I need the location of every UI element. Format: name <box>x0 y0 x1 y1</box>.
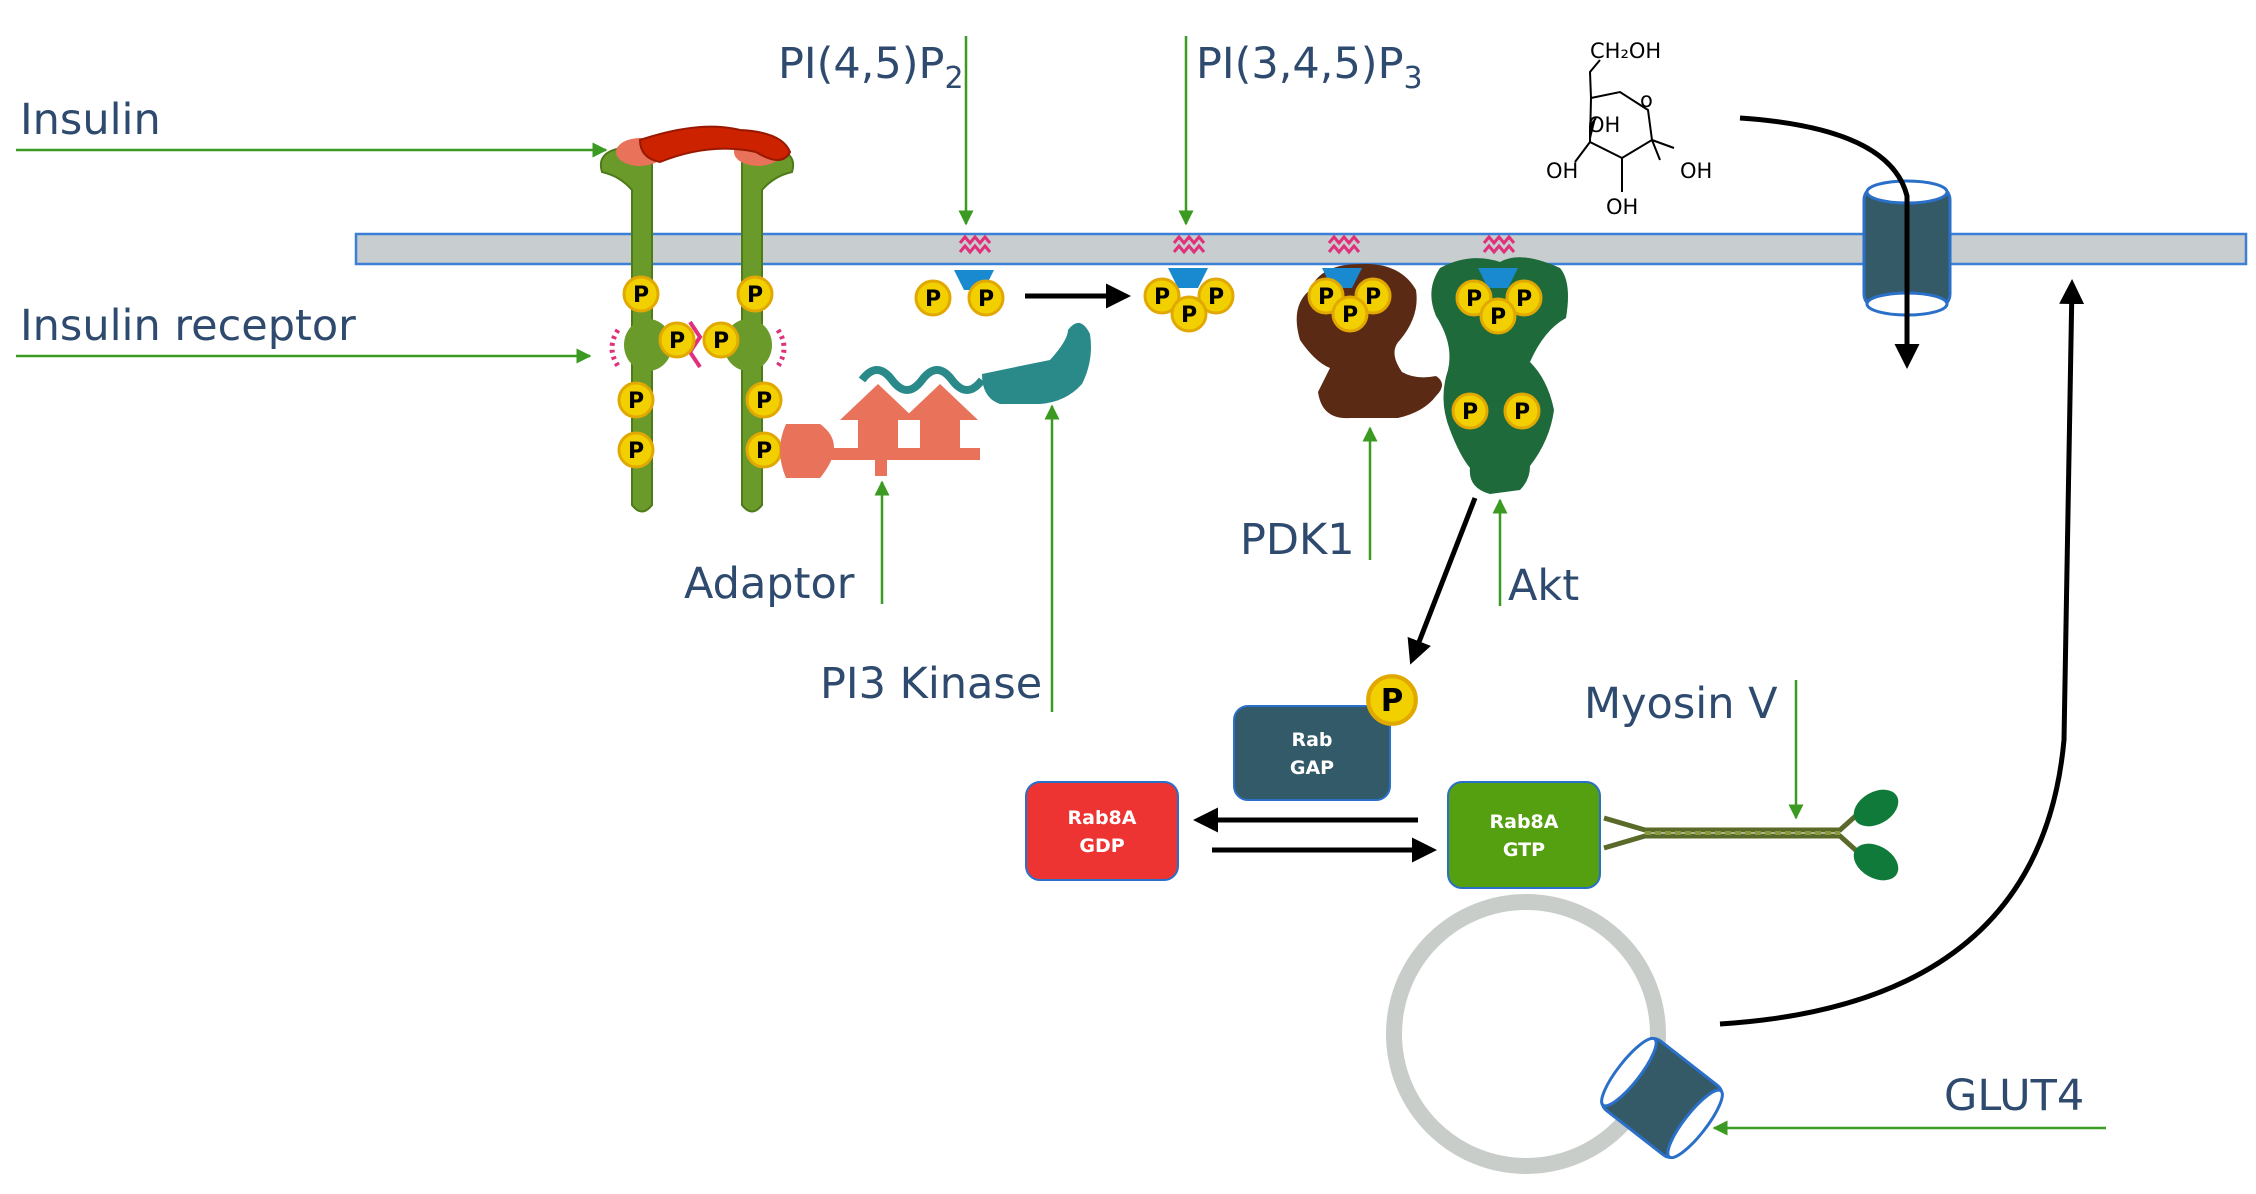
pip2-label-main: PI(4,5)P <box>778 39 944 89</box>
rab-gap-box: Rab GAP <box>1233 705 1391 801</box>
insulin <box>616 125 792 166</box>
svg-text:OH: OH <box>1680 159 1712 183</box>
pdk1-label: PDK1 <box>1240 515 1355 565</box>
svg-text:OH: OH <box>1606 195 1638 219</box>
pi3-kinase <box>858 322 1091 404</box>
svg-text:Rab: Rab <box>1291 729 1332 751</box>
pip2-label: PI(4,5)P2 <box>778 39 964 96</box>
adaptor-protein <box>780 384 980 478</box>
pip3-label-sub: 3 <box>1404 61 1423 96</box>
akt-protein <box>1431 234 1568 494</box>
myosin-v <box>1603 789 1899 881</box>
pi3-kinase-label: PI3 Kinase <box>820 659 1042 709</box>
glucose-molecule: CH₂OH o OH OH OH OH <box>1546 39 1712 219</box>
svg-text:GTP: GTP <box>1503 839 1545 861</box>
rab8a-gdp-box: Rab8A GDP <box>1025 781 1179 881</box>
vesicle-translocation-arrow <box>1719 279 2085 1027</box>
glut4-vesicle <box>1386 894 1666 1174</box>
glut4-label: GLUT4 <box>1944 1071 2084 1121</box>
svg-text:Rab8A: Rab8A <box>1490 811 1559 833</box>
svg-text:OH: OH <box>1588 113 1620 137</box>
pip3-label-main: PI(3,4,5)P <box>1196 39 1404 89</box>
svg-text:GDP: GDP <box>1079 835 1124 857</box>
glucose-entry-arrow <box>1739 115 1920 369</box>
svg-text:CH₂OH: CH₂OH <box>1590 39 1661 63</box>
akt-label: Akt <box>1508 561 1579 611</box>
svg-text:GAP: GAP <box>1290 757 1334 779</box>
insulin-label: Insulin <box>20 95 161 145</box>
svg-text:Rab8A: Rab8A <box>1068 807 1137 829</box>
akt-to-rabgap-arrow <box>1407 497 1478 665</box>
rab-gap-phosphate <box>1368 676 1416 724</box>
myosin-v-label: Myosin V <box>1584 679 1778 729</box>
pip2-lipid <box>914 234 1005 317</box>
pip3-label: PI(3,4,5)P3 <box>1196 39 1423 96</box>
pip3-lipid <box>1143 234 1235 333</box>
pdk1-protein <box>1296 234 1442 419</box>
insulin-receptor-label: Insulin receptor <box>20 301 356 351</box>
glut4-transporter-vesicle <box>1600 1036 1724 1160</box>
svg-text:OH: OH <box>1546 159 1578 183</box>
pip2-label-sub: 2 <box>944 61 963 96</box>
svg-text:o: o <box>1640 88 1653 112</box>
adaptor-label: Adaptor <box>684 559 855 609</box>
rab8a-gtp-box: Rab8A GTP <box>1447 781 1601 889</box>
